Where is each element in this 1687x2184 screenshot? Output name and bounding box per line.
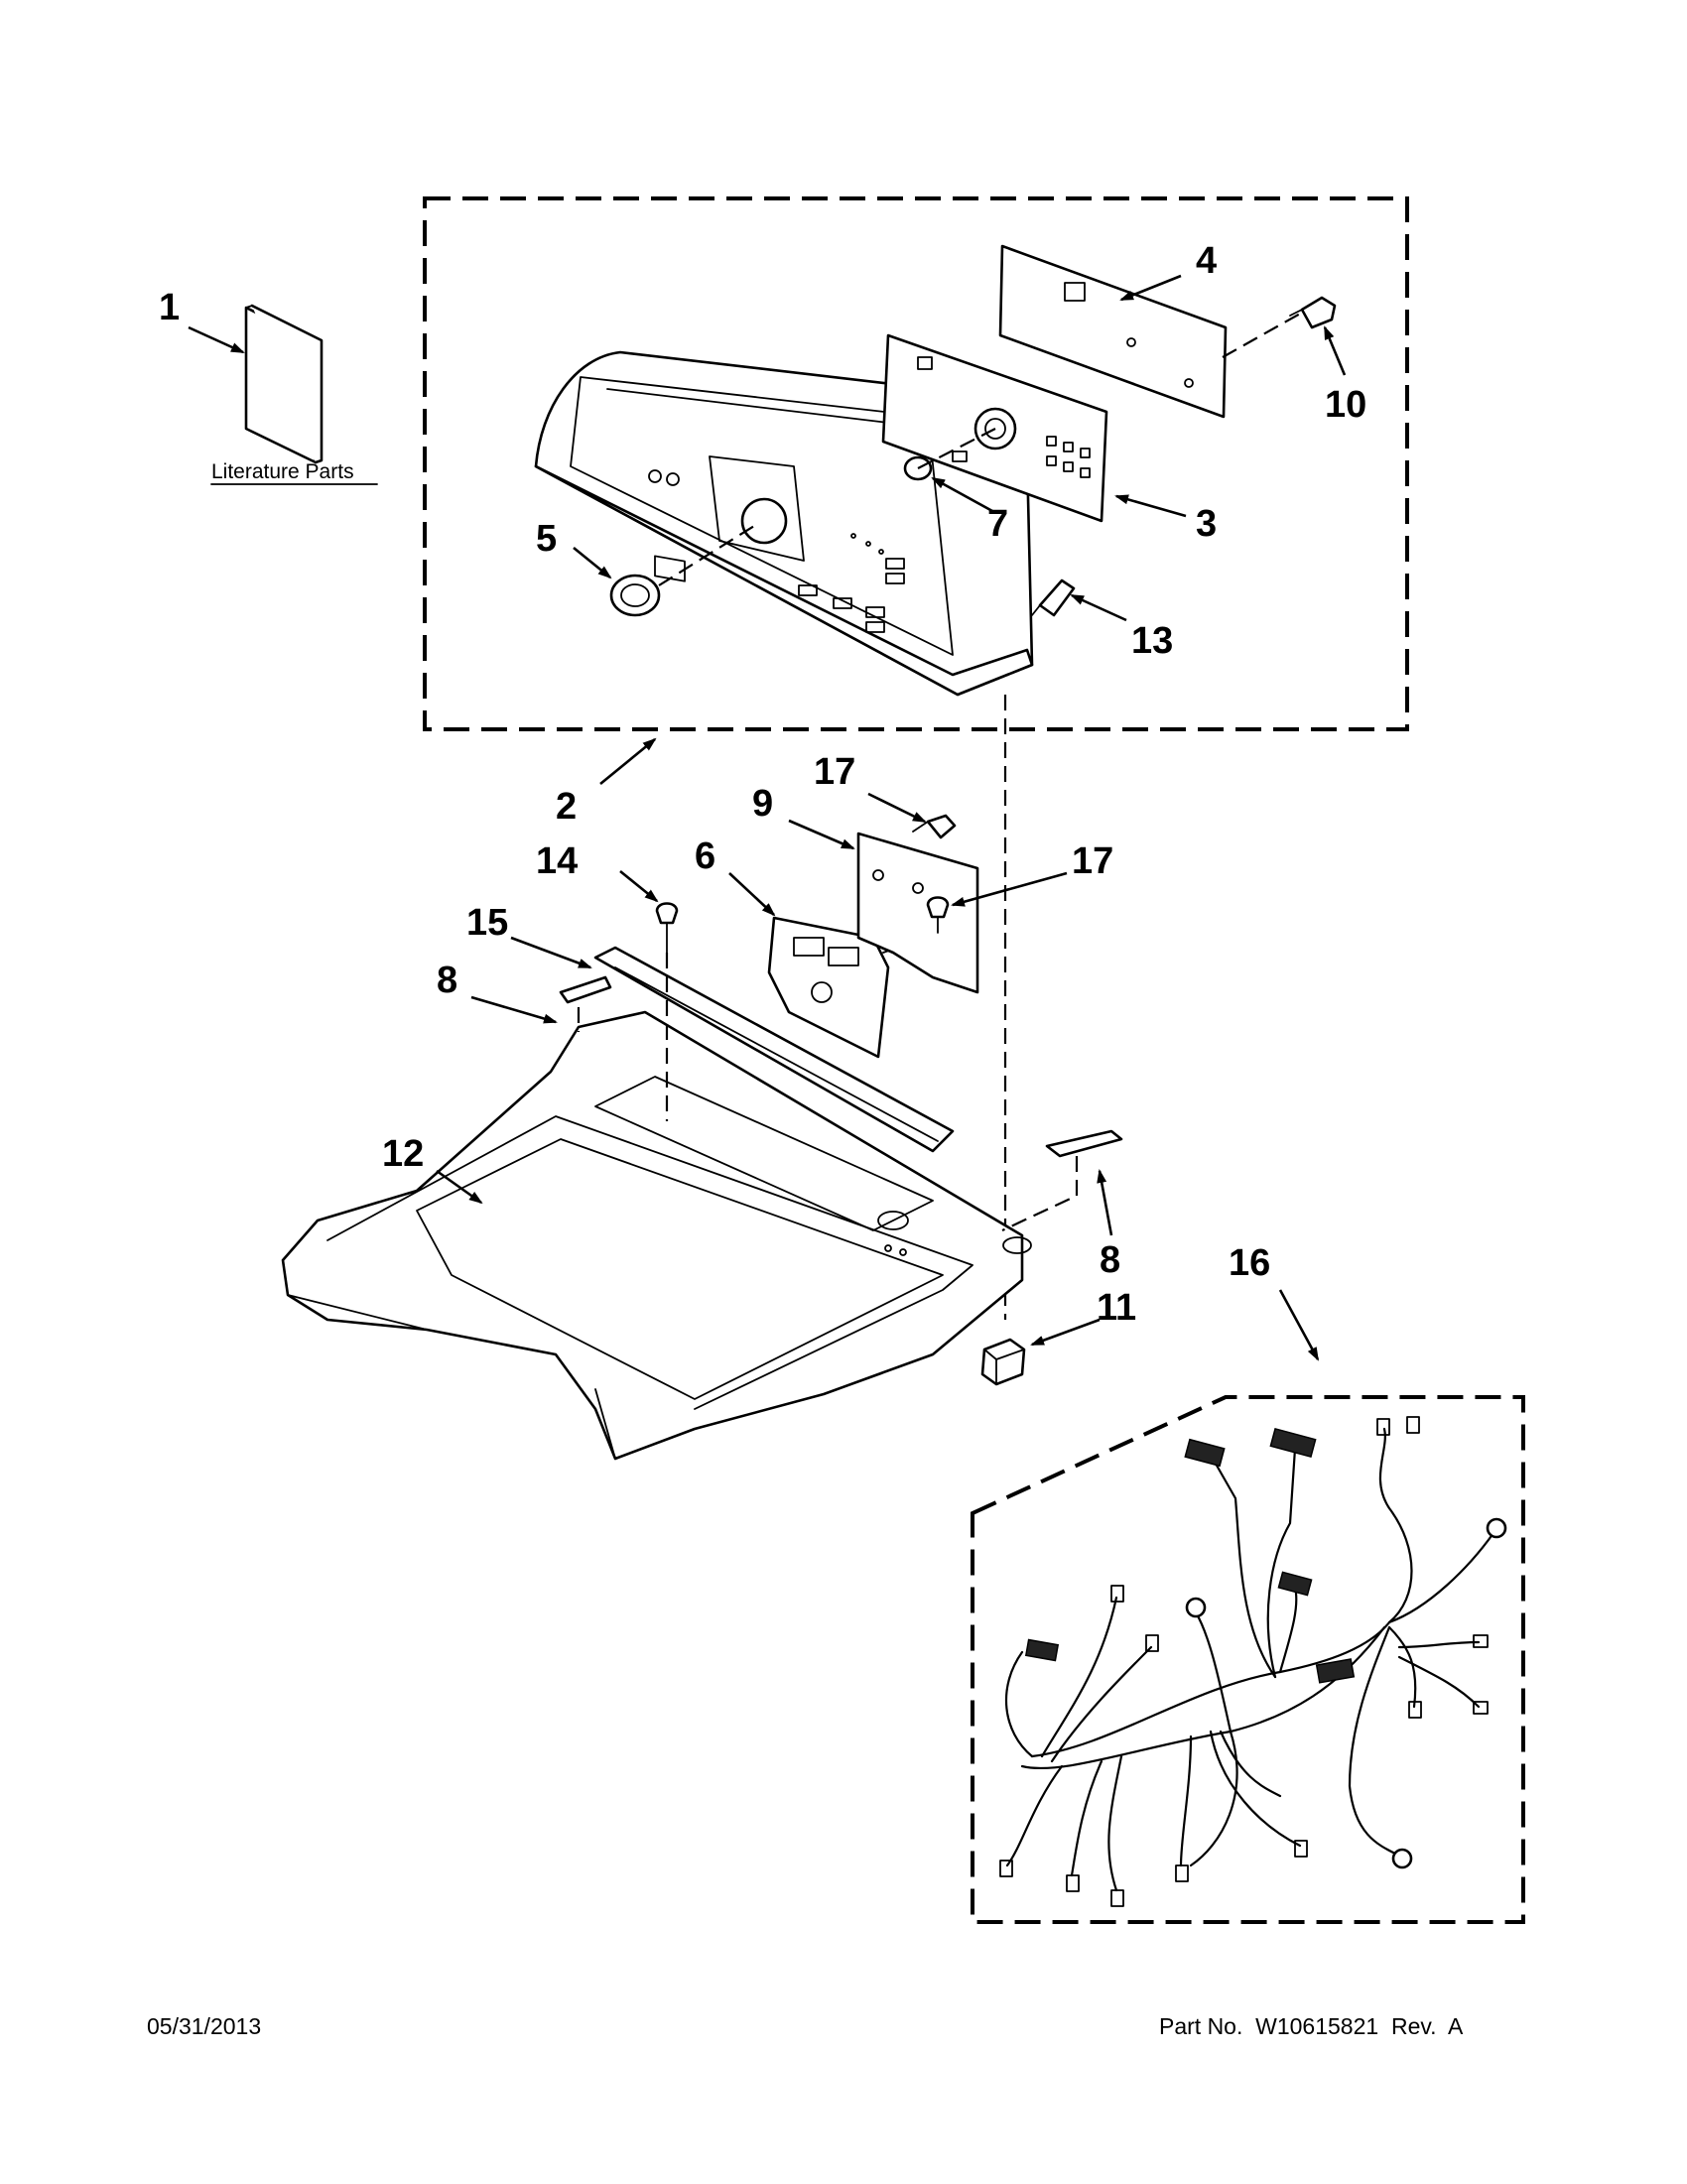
callout-5: 5 [536, 518, 557, 560]
callout-17b: 17 [1072, 840, 1113, 882]
arrow-17a [867, 792, 927, 824]
callout-16: 16 [1229, 1242, 1270, 1284]
literature-parts-label: Literature Parts [211, 460, 354, 483]
connector-13 [1031, 578, 1076, 617]
wire-harness [999, 1416, 1507, 1907]
callout-15: 15 [466, 902, 508, 944]
arrow-3 [1114, 494, 1187, 518]
callout-6: 6 [695, 835, 715, 877]
board-cover [998, 244, 1228, 419]
callout-4: 4 [1196, 240, 1217, 282]
arrow-9 [788, 819, 855, 850]
footer-date: 05/31/2013 [147, 2013, 261, 2039]
top-panel [281, 1010, 1032, 1461]
callout-14: 14 [536, 840, 578, 882]
arrow-16 [1278, 1289, 1320, 1361]
console-assembly-box [423, 196, 1409, 731]
harness-box [971, 1395, 1525, 1924]
screw-14 [655, 902, 679, 954]
knob-leader [658, 525, 755, 586]
arrow-8b [1097, 1169, 1113, 1236]
callout-12: 12 [382, 1133, 424, 1175]
callout-3: 3 [1196, 503, 1217, 545]
foot-11 [980, 1338, 1026, 1386]
callout-17a: 17 [814, 751, 855, 793]
arrow-14 [619, 869, 659, 903]
strip-15 [593, 946, 955, 1153]
disc-leader [917, 428, 996, 469]
callout-8b: 8 [1100, 1239, 1120, 1281]
bracket-9 [856, 832, 979, 994]
callout-13: 13 [1131, 620, 1173, 662]
arrow-1 [188, 325, 245, 354]
callout-9: 9 [752, 783, 773, 825]
screw-17b [926, 896, 950, 934]
screw-17a [912, 814, 957, 839]
arrow-2 [599, 737, 657, 786]
arrow-6 [728, 872, 776, 917]
callout-11: 11 [1097, 1287, 1136, 1329]
knob [609, 574, 661, 617]
callout-7: 7 [987, 503, 1008, 545]
arrow-4 [1119, 274, 1182, 302]
arrow-11 [1030, 1318, 1101, 1347]
screw10-leader [1222, 312, 1303, 358]
arrow-10 [1323, 325, 1347, 376]
arrow-7 [931, 476, 993, 513]
arrow-8a [470, 995, 558, 1024]
arrow-15 [510, 936, 592, 969]
screw-10 [1289, 296, 1337, 329]
callout-2: 2 [556, 786, 577, 828]
arrow-17b [951, 871, 1068, 907]
footer-part-number: Part No. W10615821 Rev. A [1159, 2013, 1464, 2039]
callout-10: 10 [1325, 384, 1366, 426]
callout-8a: 8 [437, 960, 457, 1001]
literature-booklet [210, 304, 378, 485]
clip-8b [1045, 1129, 1123, 1158]
arrow-13 [1070, 593, 1127, 622]
clip8b-leader [1001, 1156, 1079, 1231]
arrow-12 [436, 1169, 483, 1205]
callout-1: 1 [159, 287, 180, 328]
clip-8a [559, 975, 612, 1004]
arrow-5 [573, 546, 612, 579]
